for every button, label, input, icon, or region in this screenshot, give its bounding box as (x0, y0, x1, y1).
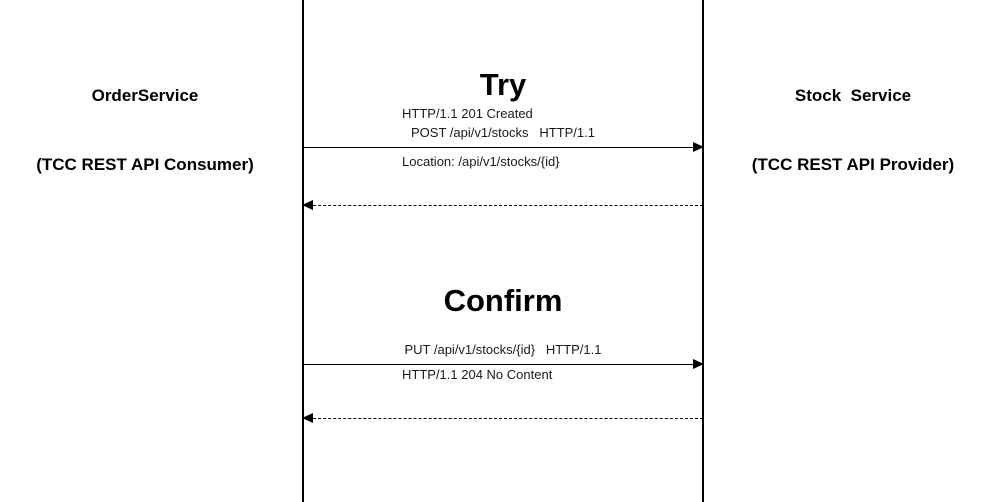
participant-consumer-name: OrderService (91, 86, 199, 105)
arrowhead-right-icon (693, 142, 704, 152)
arrowhead-left-icon (302, 200, 313, 210)
message-try-response-line1: HTTP/1.1 201 Created (402, 106, 533, 121)
phase-title-confirm: Confirm (443, 283, 563, 318)
message-confirm-response-line1: HTTP/1.1 204 No Content (402, 367, 553, 382)
lifeline-consumer (302, 0, 304, 502)
phase-title-try: Try (479, 67, 527, 102)
participant-consumer-role: (TCC REST API Consumer) (36, 155, 254, 174)
lifeline-provider (702, 0, 704, 502)
participant-provider-name: Stock Service (794, 86, 912, 105)
message-try-response-label: HTTP/1.1 201 Created Location: /api/v1/s… (402, 74, 560, 202)
arrowhead-right-icon (693, 359, 704, 369)
message-try-request-label: POST /api/v1/stocks HTTP/1.1 (411, 125, 595, 140)
message-confirm-response-label: HTTP/1.1 204 No Content (402, 335, 552, 415)
message-confirm-request-line (303, 364, 703, 365)
participant-header-provider: Stock Service (TCC REST API Provider) (712, 38, 994, 222)
participant-provider-role: (TCC REST API Provider) (751, 155, 955, 174)
participant-header-consumer: OrderService (TCC REST API Consumer) (0, 38, 290, 222)
message-try-response-line2: Location: /api/v1/stocks/{id} (402, 154, 560, 169)
message-confirm-response-line (303, 418, 703, 419)
message-confirm-request-label: PUT /api/v1/stocks/{id} HTTP/1.1 (404, 342, 602, 357)
arrowhead-left-icon (302, 413, 313, 423)
message-try-request-line (303, 147, 703, 148)
message-try-response-line (303, 205, 703, 206)
